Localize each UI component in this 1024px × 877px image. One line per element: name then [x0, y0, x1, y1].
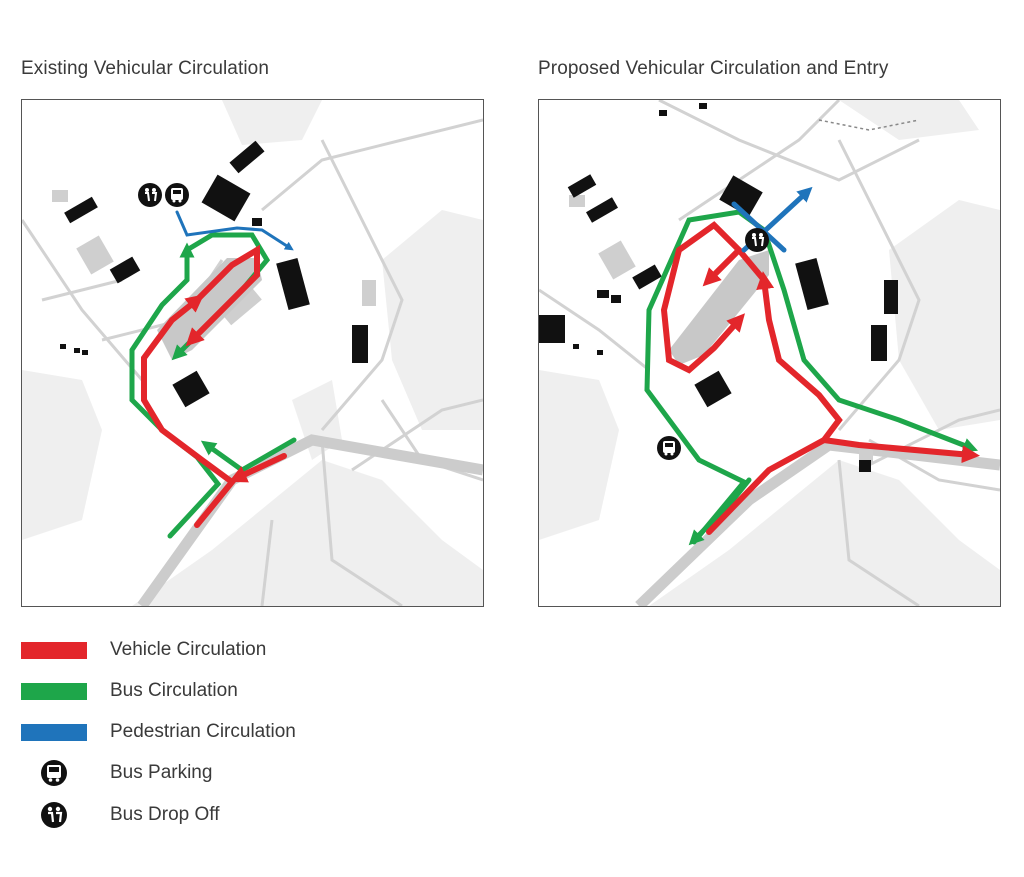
vehicle-route — [660, 221, 980, 535]
legend-label: Bus Circulation — [110, 680, 238, 701]
existing-circulation-title: Existing Vehicular Circulation — [21, 58, 270, 79]
parking-lot — [669, 250, 769, 365]
bus-icon — [657, 436, 681, 460]
vehicle-route — [141, 244, 287, 528]
legend-pedestrian-circulation: Pedestrian Circulation — [21, 720, 296, 744]
terrain — [539, 100, 1000, 606]
legend-bus-parking: Bus Parking — [21, 759, 212, 787]
bus-circulation-swatch — [21, 682, 87, 700]
legend-label: Vehicle Circulation — [110, 639, 267, 660]
bus-icon — [21, 759, 87, 787]
legend-label: Pedestrian Circulation — [110, 721, 296, 742]
legend-label: Bus Drop Off — [110, 804, 220, 825]
minor-buildings — [52, 190, 376, 326]
legend-label: Bus Parking — [110, 762, 213, 783]
dashed-path — [818, 119, 920, 131]
parking-lot — [157, 258, 262, 360]
proposed-circulation-map — [538, 99, 1001, 607]
vehicle-circulation-swatch — [21, 641, 87, 659]
pedestrian-circulation-swatch — [21, 723, 87, 741]
bus-route — [644, 209, 978, 546]
pedestrians-icon — [745, 228, 769, 252]
pedestrians-icon — [21, 801, 87, 829]
terrain — [22, 100, 483, 606]
pedestrian-route — [175, 210, 294, 251]
main-highway — [635, 439, 1000, 606]
existing-circulation-map — [21, 99, 484, 607]
pedestrians-icon — [138, 183, 162, 207]
legend-bus-circulation: Bus Circulation — [21, 679, 238, 703]
buildings — [539, 103, 898, 472]
proposed-circulation-title: Proposed Vehicular Circulation and Entry — [538, 58, 889, 79]
legend-vehicle-circulation: Vehicle Circulation — [21, 638, 266, 662]
legend-bus-drop-off: Bus Drop Off — [21, 801, 219, 829]
buildings — [60, 140, 368, 408]
bus-icon — [165, 183, 189, 207]
